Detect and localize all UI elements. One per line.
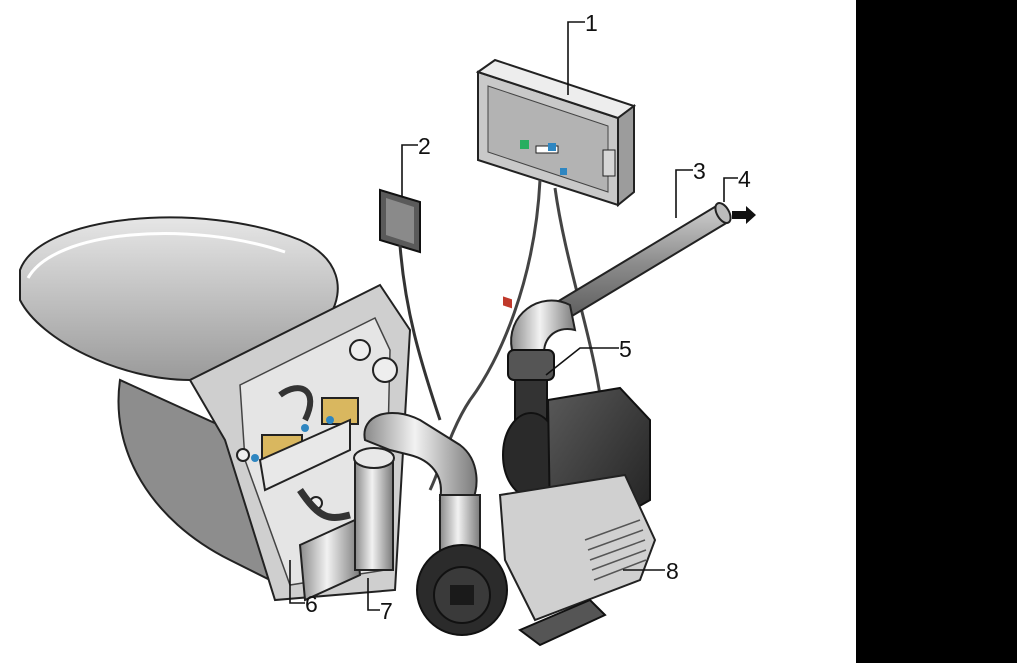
leader-lines bbox=[289, 21, 738, 611]
callout-3: 3 bbox=[693, 158, 706, 184]
control-panel bbox=[475, 58, 637, 309]
callout-2: 2 bbox=[418, 133, 431, 159]
arrow-right-icon bbox=[732, 206, 756, 224]
callout-1: 1 bbox=[585, 10, 598, 36]
discharge-pipe bbox=[550, 202, 732, 324]
callout-5: 5 bbox=[619, 336, 632, 362]
inlet-pipe bbox=[298, 411, 481, 602]
right-black-panel bbox=[856, 0, 1017, 663]
switch-cable bbox=[398, 244, 442, 421]
wall-switch bbox=[379, 188, 421, 254]
pump-assembly bbox=[416, 299, 657, 647]
callout-7: 7 bbox=[380, 598, 393, 624]
callout-4: 4 bbox=[738, 166, 751, 192]
callout-8: 8 bbox=[666, 558, 679, 584]
callout-6: 6 bbox=[305, 591, 318, 617]
flush-valves bbox=[251, 385, 359, 521]
